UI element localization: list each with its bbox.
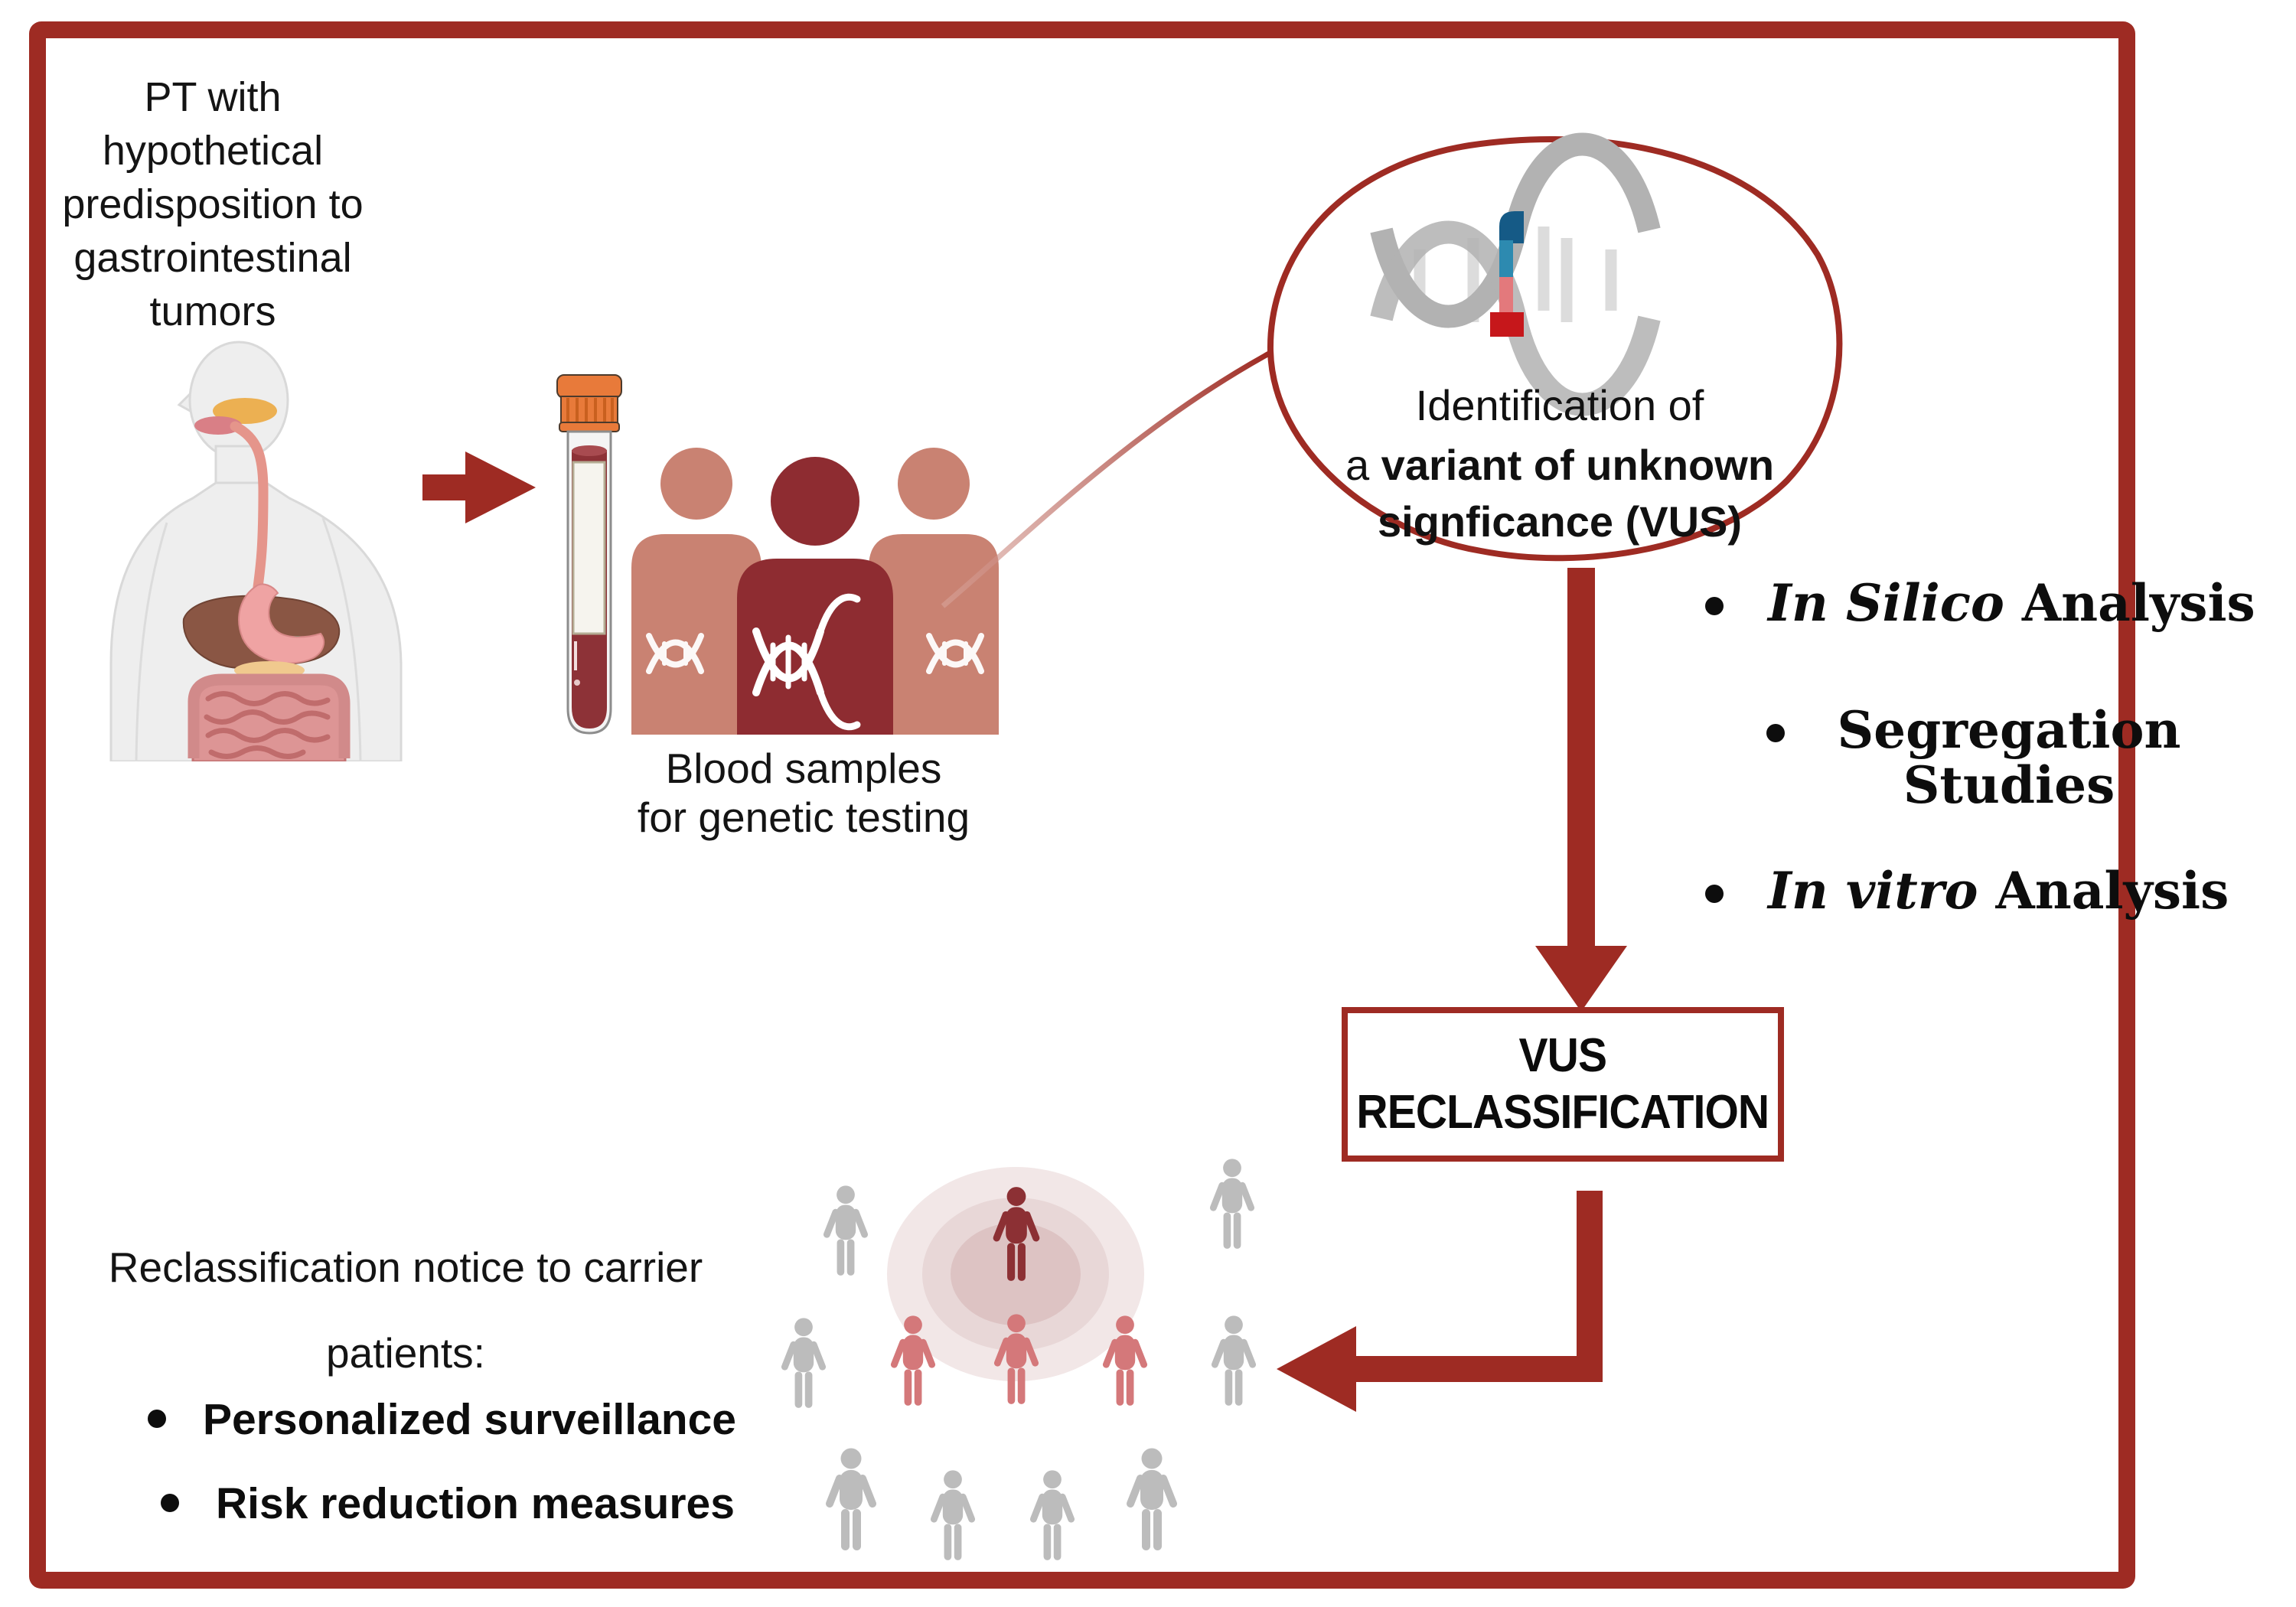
bullet-in-silico: In Silico Analysis xyxy=(1705,575,2255,631)
blood-tube-icon xyxy=(556,374,622,735)
proband-halo xyxy=(887,1167,1144,1381)
vus-box-line1: VUS xyxy=(1518,1029,1607,1082)
patient-label: PT with hypothetical predisposition to g… xyxy=(62,74,364,334)
person-gray xyxy=(1033,1470,1071,1560)
bubble-text-line3: signficance (VUS) xyxy=(1377,497,1743,546)
person-gray xyxy=(1213,1159,1251,1248)
person-gray xyxy=(784,1318,822,1407)
bullet-dot xyxy=(1705,597,1724,615)
person-gray xyxy=(830,1449,872,1551)
bullet-personalized-surveillance: Personalized surveillance xyxy=(148,1394,736,1445)
person-gray xyxy=(1215,1315,1252,1405)
person-gray xyxy=(1130,1449,1173,1551)
bubble-connector-curve xyxy=(941,350,1270,608)
bullet-dot xyxy=(1705,885,1724,903)
bullet-in-vitro: In vitro Analysis xyxy=(1705,863,2229,918)
variant-highlight-rung xyxy=(1490,211,1524,337)
esophagus xyxy=(230,421,269,592)
bullet-dot xyxy=(148,1410,166,1428)
colon xyxy=(188,673,351,758)
family-dna-group-icon xyxy=(631,448,999,735)
tube-label xyxy=(572,461,606,635)
arrow-down-icon xyxy=(1535,568,1627,1012)
vus-reclassification-box: VUS RECLASSIFICATION xyxy=(1342,1007,1784,1162)
sample-caption: Blood samples for genetic testing xyxy=(637,745,970,841)
bubble-text-line1: Identification of xyxy=(1415,381,1704,429)
person-gray xyxy=(934,1470,971,1560)
speech-bubble-outline xyxy=(1267,132,1843,562)
arrow-right-icon xyxy=(422,451,536,523)
bullet-dot xyxy=(1766,724,1785,742)
vus-box-line2: RECLASSIFICATION xyxy=(1356,1086,1770,1139)
figure-border-frame xyxy=(29,21,2135,1589)
notice-heading: Reclassification notice to carrier patie… xyxy=(108,1244,703,1377)
bullet-segregation: Segregation Studies xyxy=(1766,702,2189,813)
bullet-risk-reduction: Risk reduction measures xyxy=(161,1478,735,1529)
population-carriers-icon xyxy=(727,1125,1293,1569)
relative-person-left xyxy=(631,448,762,735)
arrow-elbow-left-icon xyxy=(1277,1191,1603,1412)
bubble-text-line2: a variant of unknown xyxy=(1345,441,1775,489)
stomach xyxy=(238,583,325,664)
tongue xyxy=(194,416,242,435)
bullet-dot xyxy=(161,1494,179,1512)
person-gray xyxy=(827,1185,864,1275)
human-digestive-system-icon xyxy=(109,341,403,761)
dna-variant-icon xyxy=(1370,132,1661,416)
dna-on-chest xyxy=(752,593,861,731)
